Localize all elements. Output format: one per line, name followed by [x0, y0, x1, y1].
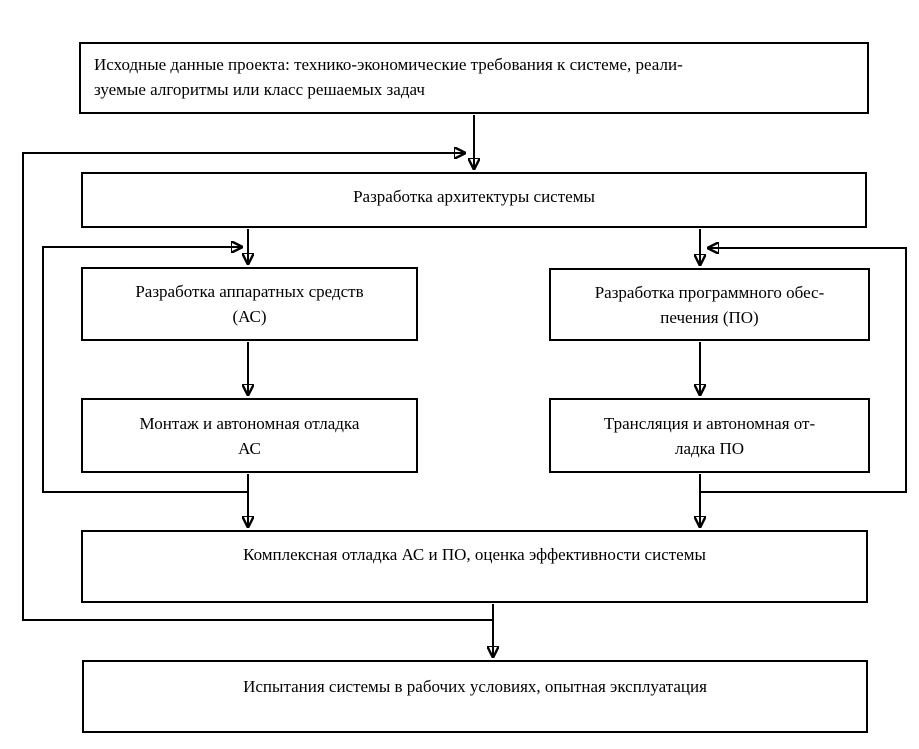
node-text-line: зуемые алгоритмы или класс решаемых зада…	[94, 80, 425, 99]
node-architecture: Разработка архитектуры системы	[81, 172, 867, 228]
node-text-line: Монтаж и автономная отладка	[139, 414, 360, 433]
arrow-feedback-translation-to-software	[700, 248, 907, 493]
node-translation-debug: Трансляция и автономная от- ладка ПО	[549, 398, 870, 473]
node-text-line: печения (ПО)	[660, 308, 759, 327]
node-system-testing: Испытания системы в рабочих условиях, оп…	[82, 660, 868, 733]
node-text-line: Разработка программного обес-	[594, 283, 825, 302]
arrow-feedback-outer-to-architecture	[22, 153, 493, 621]
node-text-line: Испытания системы в рабочих условиях, оп…	[243, 677, 707, 696]
node-text-line: Комплексная отладка АС и ПО, оценка эффе…	[243, 545, 706, 564]
node-text-line: Разработка архитектуры системы	[353, 187, 595, 206]
node-software-development: Разработка программного обес- печения (П…	[549, 268, 870, 341]
node-text-line: Разработка аппаратных средств	[135, 282, 364, 301]
arrow-feedback-montage-to-hardware	[42, 247, 248, 493]
node-text-line: Трансляция и автономная от-	[603, 414, 816, 433]
node-text-line: Исходные данные проекта: технико-экономи…	[94, 55, 683, 74]
node-montage-debug: Монтаж и автономная отладка АС	[81, 398, 418, 473]
node-hardware-development: Разработка аппаратных средств (АС)	[81, 267, 418, 341]
node-text-line: АС	[238, 439, 261, 458]
node-initial-data: Исходные данные проекта: технико-экономи…	[79, 42, 869, 114]
node-text-line: ладка ПО	[674, 439, 745, 458]
node-text-line: (АС)	[232, 307, 267, 326]
node-complex-debug: Комплексная отладка АС и ПО, оценка эффе…	[81, 530, 868, 603]
